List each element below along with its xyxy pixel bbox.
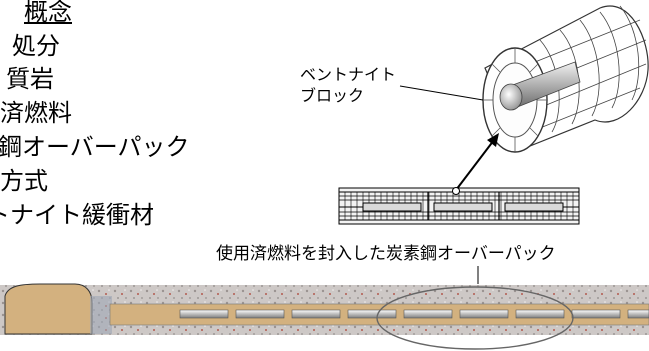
list-item: 方式 <box>0 167 48 195</box>
overpack-caption: 使用済燃料を封入した炭素鋼オーバーパック <box>216 244 556 264</box>
zoom-arrow <box>455 133 499 191</box>
list-item: トナイト緩衝材 <box>0 201 154 229</box>
list-title: 概念 <box>24 0 72 26</box>
bentonite-label-line1: ベントナイト <box>300 65 397 84</box>
callout-leader <box>399 85 484 101</box>
list-item: 質岩 <box>6 65 54 93</box>
list-item: 鋼オーバーパック <box>0 133 190 161</box>
disposal-tunnel <box>0 283 649 335</box>
list-item: 処分 <box>12 32 60 60</box>
bentonite-cylinder <box>482 5 649 153</box>
highlight-ellipse <box>376 286 574 350</box>
list-item: 済燃料 <box>0 99 72 127</box>
tunnel-section <box>338 187 580 225</box>
bentonite-block-label: ベントナイト ブロック <box>300 64 396 106</box>
bentonite-label-line2: ブロック <box>300 86 365 105</box>
